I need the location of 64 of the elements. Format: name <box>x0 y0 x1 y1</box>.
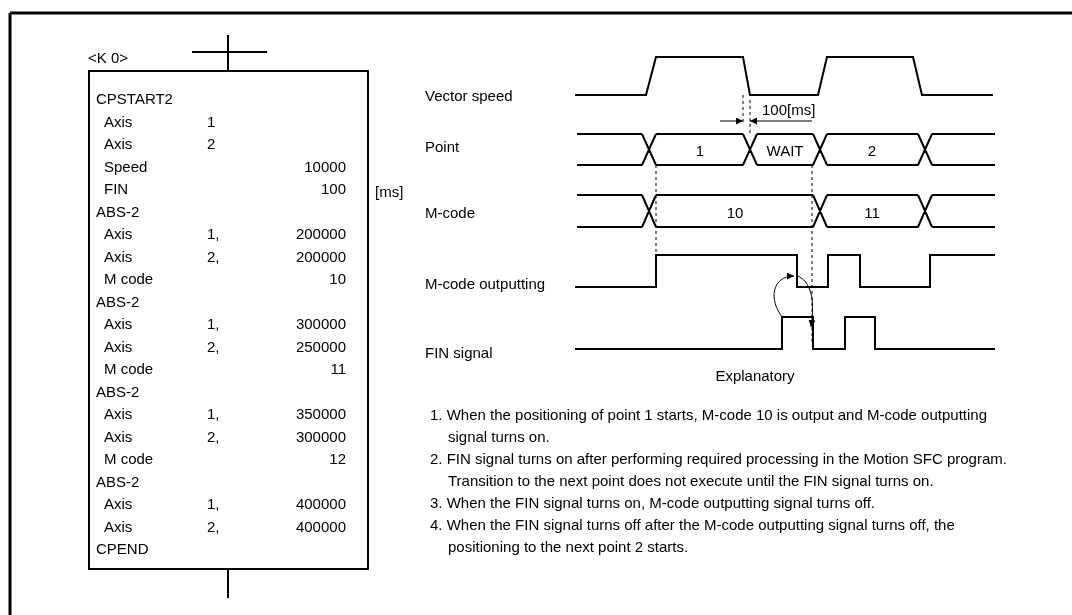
program-text: 1 <box>207 112 216 131</box>
program-text: 1, <box>207 405 220 423</box>
signal-label: Point <box>425 138 460 156</box>
program-text: Axis <box>104 112 133 131</box>
program-box <box>88 70 369 570</box>
program-text: 350000 <box>295 405 346 423</box>
program-text: M code <box>104 360 154 378</box>
program-text: Axis <box>104 135 133 153</box>
signal-label: M-code outputting <box>425 275 546 293</box>
program-text: ABS-2 <box>96 292 140 311</box>
program-text: 2, <box>207 337 220 356</box>
program-text: 200000 <box>295 225 346 243</box>
bus-value: 1 <box>695 142 705 160</box>
program-text: Axis <box>104 337 133 356</box>
bus-value: 11 <box>864 204 880 222</box>
bus-value: WAIT <box>766 142 804 160</box>
program-text: 2, <box>207 247 220 266</box>
signal-label: Vector speed <box>425 87 513 105</box>
program-text: 1, <box>207 225 220 243</box>
program-text: 300000 <box>295 427 346 446</box>
program-text: Axis <box>104 495 133 513</box>
program-text: 10 <box>329 270 346 288</box>
step-label: <K 0> <box>88 49 129 67</box>
program-text: CPSTART2 <box>96 90 173 108</box>
program-text: CPEND <box>96 540 149 558</box>
note-text: 3. When the FIN signal turns on, M-code outputting signal turns off. <box>430 493 876 513</box>
program-text: Axis <box>104 247 133 266</box>
note-text: Transition to the next point does not execute until the FIN signal turns on. <box>447 471 935 491</box>
note-text: 2. FIN signal turns on after performing required processing in the Motion SFC program. <box>430 449 1008 469</box>
program-text: 10000 <box>304 157 346 176</box>
program-text: Speed <box>104 157 148 176</box>
caption: Explanatory <box>715 367 795 385</box>
dimension-label: 100[ms] <box>762 101 816 119</box>
program-text: 300000 <box>295 315 346 333</box>
note-text: 4. When the FIN signal turns off after the M-code outputting signal turns off, the positioning to the next point 2 starts. <box>430 515 956 557</box>
program-text: 2, <box>207 427 220 446</box>
unit-label: [ms] <box>375 183 404 201</box>
program-text: M code <box>104 270 154 288</box>
signal-label: M-code <box>425 204 476 222</box>
program-text: ABS-2 <box>96 382 140 401</box>
program-text: 400000 <box>295 517 346 536</box>
program-text: 12 <box>329 450 346 468</box>
program-text: Axis <box>104 225 133 243</box>
signal-label: FIN signal <box>425 344 493 362</box>
program-text: 250000 <box>295 337 346 356</box>
program-text: 2, <box>207 517 220 536</box>
program-text: Axis <box>104 405 133 423</box>
program-text: 100 <box>320 180 346 198</box>
program-text: 2 <box>207 135 216 153</box>
program-text: 1, <box>207 495 220 513</box>
program-text: ABS-2 <box>96 202 140 221</box>
program-text: FIN <box>104 180 129 198</box>
bus-value: 2 <box>867 142 877 160</box>
program-text: Axis <box>104 517 133 536</box>
program-text: Axis <box>104 427 133 446</box>
note-text: 1. When the positioning of point 1 starts, M-code 10 is output and M-code outputting signal turns on. <box>430 405 988 447</box>
program-text: 200000 <box>295 247 346 266</box>
program-text: Axis <box>104 315 133 333</box>
program-text: M code <box>104 450 154 468</box>
bus-value: 10 <box>726 204 744 222</box>
program-text: 11 <box>330 360 346 378</box>
program-text: ABS-2 <box>96 472 140 491</box>
program-text: 1, <box>207 315 220 333</box>
program-text: 400000 <box>295 495 346 513</box>
